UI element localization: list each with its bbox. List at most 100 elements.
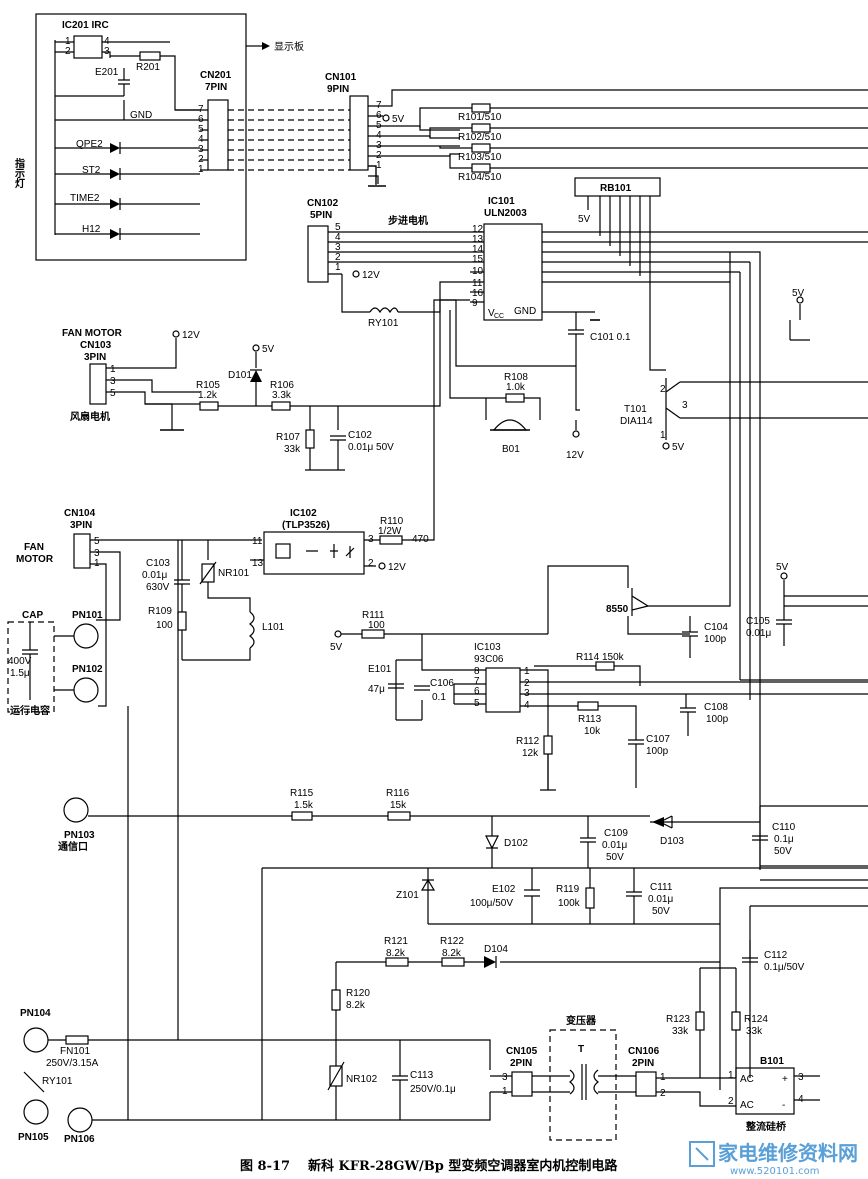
- svg-text:R119: R119: [556, 884, 580, 895]
- svg-text:IC102: IC102: [290, 508, 317, 519]
- svg-text:R107: R107: [276, 432, 300, 443]
- svg-text:5V: 5V: [792, 288, 805, 299]
- svg-text:3: 3: [110, 376, 116, 387]
- svg-text:PN106: PN106: [64, 1134, 95, 1145]
- svg-text:步进电机: 步进电机: [388, 214, 428, 227]
- svg-text:100μ/50V: 100μ/50V: [470, 898, 513, 909]
- svg-text:8: 8: [474, 666, 480, 677]
- svg-text:FAN: FAN: [24, 542, 44, 553]
- svg-text:H12: H12: [82, 224, 101, 235]
- svg-text:家电维修资料网: 家电维修资料网: [718, 1141, 858, 1165]
- svg-text:C108: C108: [704, 702, 728, 713]
- dashed-bus: [228, 109, 350, 171]
- svg-text:1.5k: 1.5k: [294, 800, 314, 811]
- power-input: PN104 PN105 PN106 RY101 FN101 250V/3.15A…: [18, 540, 820, 1145]
- svg-text:QPE2: QPE2: [76, 139, 103, 150]
- svg-text:3: 3: [798, 1072, 804, 1083]
- svg-text:R103/510: R103/510: [458, 152, 502, 163]
- svg-text:5V: 5V: [672, 442, 685, 453]
- ic201-label: IC201 IRC: [62, 20, 109, 31]
- svg-text:L101: L101: [262, 622, 285, 633]
- svg-text:+: +: [782, 1074, 788, 1085]
- svg-text:47μ: 47μ: [368, 684, 385, 695]
- fan-motor-bottom: CN104 3PIN FAN MOTOR 531 C103 0.01μ 630V…: [16, 299, 456, 707]
- svg-text:5V: 5V: [392, 114, 405, 125]
- svg-text:3: 3: [682, 400, 688, 411]
- svg-text:100p: 100p: [704, 634, 727, 645]
- svg-text:12V: 12V: [566, 450, 584, 461]
- svg-text:7: 7: [474, 676, 480, 687]
- svg-text:1: 1: [376, 160, 382, 171]
- svg-text:3: 3: [335, 242, 341, 253]
- svg-text:5: 5: [110, 388, 116, 399]
- svg-text:100: 100: [368, 620, 385, 631]
- svg-text:12V: 12V: [388, 562, 406, 573]
- svg-text:C110: C110: [772, 822, 796, 833]
- svg-text:250V/0.1μ: 250V/0.1μ: [410, 1084, 456, 1095]
- svg-text:IC101: IC101: [488, 196, 515, 207]
- svg-text:0.01μ: 0.01μ: [746, 628, 771, 639]
- svg-text:RB101: RB101: [600, 183, 632, 194]
- svg-text:C105: C105: [746, 616, 770, 627]
- svg-text:5: 5: [94, 536, 100, 547]
- svg-text:5V: 5V: [262, 344, 275, 355]
- svg-text:14: 14: [472, 244, 484, 255]
- svg-text:CN101: CN101: [325, 72, 357, 83]
- svg-text:D104: D104: [484, 944, 508, 955]
- svg-text:C103: C103: [146, 558, 170, 569]
- e201-label: E201: [95, 67, 119, 78]
- svg-text:R112: R112: [516, 736, 540, 747]
- svg-text:DIA114: DIA114: [620, 416, 653, 427]
- svg-text:1/2W: 1/2W: [378, 526, 402, 537]
- cn201-pins: 7PIN: [205, 82, 227, 93]
- svg-text:整流硅桥: 整流硅桥: [745, 1120, 787, 1133]
- svg-text:11: 11: [472, 278, 483, 289]
- svg-text:MOTOR: MOTOR: [16, 554, 54, 565]
- svg-text:9PIN: 9PIN: [327, 84, 349, 95]
- svg-text:8.2k: 8.2k: [442, 948, 462, 959]
- svg-text:1: 1: [524, 666, 530, 677]
- svg-text:R109: R109: [148, 606, 172, 617]
- svg-text:2: 2: [524, 678, 530, 689]
- svg-text:8.2k: 8.2k: [386, 948, 406, 959]
- svg-text:5V: 5V: [578, 214, 591, 225]
- fan-motor-top: FAN MOTOR CN103 3PIN 135 风扇电机 12V R105 1…: [62, 299, 470, 471]
- svg-text:10k: 10k: [584, 726, 601, 737]
- svg-text:ULN2003: ULN2003: [484, 208, 527, 219]
- svg-text:1: 1: [728, 1070, 734, 1081]
- svg-text:R120: R120: [346, 988, 370, 999]
- svg-text:16: 16: [472, 288, 484, 299]
- display-board-arrow-label: 显示板: [274, 40, 304, 53]
- led-group: QPE2 ST2 TIME2 H12: [55, 139, 200, 240]
- svg-text:CN106: CN106: [628, 1046, 660, 1057]
- svg-text:5V: 5V: [330, 642, 343, 653]
- svg-text:13: 13: [472, 234, 484, 245]
- svg-text:PN104: PN104: [20, 1008, 51, 1019]
- svg-text:FAN MOTOR: FAN MOTOR: [62, 328, 123, 339]
- svg-text:CN105: CN105: [506, 1046, 538, 1057]
- figure-number: 图 8-17: [240, 1159, 290, 1174]
- svg-text:风扇电机: 风扇电机: [70, 410, 110, 423]
- svg-text:R122: R122: [440, 936, 464, 947]
- svg-text:NR101: NR101: [218, 568, 250, 579]
- svg-text:50V: 50V: [606, 852, 624, 863]
- svg-text:100p: 100p: [706, 714, 729, 725]
- svg-text:250V/3.15A: 250V/3.15A: [46, 1058, 99, 1069]
- svg-text:2: 2: [728, 1096, 734, 1107]
- svg-text:630V: 630V: [146, 582, 170, 593]
- svg-text:50V: 50V: [774, 846, 792, 857]
- svg-text:FN101: FN101: [60, 1046, 90, 1057]
- svg-text:T101: T101: [624, 404, 647, 415]
- svg-text:R124: R124: [744, 1014, 768, 1025]
- svg-text:RY101: RY101: [368, 318, 399, 329]
- divider-section: R121 8.2k R122 8.2k D104 C112 0.1μ/50V R…: [327, 924, 805, 1120]
- svg-text:2: 2: [335, 252, 341, 263]
- svg-text:NR102: NR102: [346, 1074, 378, 1085]
- svg-text:3PIN: 3PIN: [84, 352, 106, 363]
- svg-text:5V: 5V: [776, 562, 789, 573]
- svg-text:33k: 33k: [672, 1026, 689, 1037]
- svg-text:R113: R113: [578, 714, 602, 725]
- svg-text:C112: C112: [764, 950, 788, 961]
- svg-text:3.3k: 3.3k: [272, 390, 292, 401]
